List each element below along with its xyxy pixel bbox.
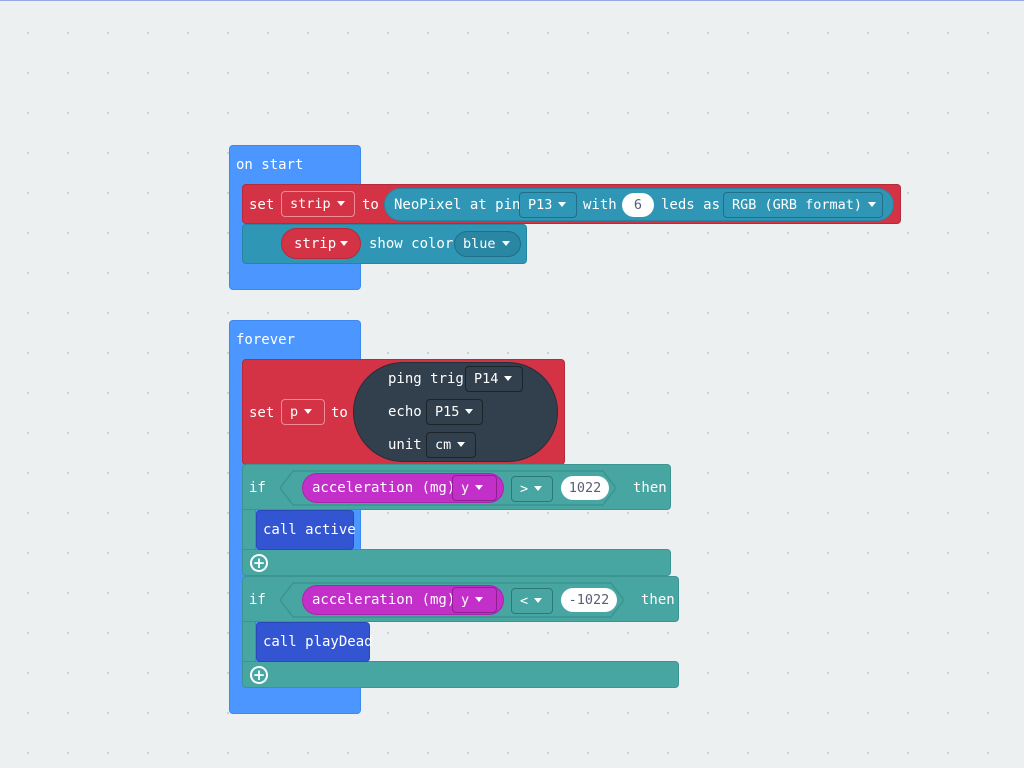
set-label: set [249, 197, 275, 213]
if-label: if [249, 592, 266, 608]
chevron-down-icon [501, 241, 510, 246]
on-start-label: on start [236, 157, 304, 173]
top-border [0, 0, 1024, 1]
mode-dropdown[interactable]: RGB (GRB format) [723, 192, 883, 218]
with-label: with [583, 197, 617, 213]
add-else-icon[interactable]: + [250, 666, 268, 684]
chevron-down-icon [336, 201, 345, 206]
operator-dropdown[interactable]: < [511, 588, 553, 614]
pin-dropdown[interactable]: P13 [519, 192, 577, 218]
chevron-down-icon [457, 442, 466, 447]
threshold-input[interactable]: -1022 [561, 588, 617, 612]
axis-dropdown[interactable]: y [452, 475, 497, 501]
if-label: if [249, 480, 266, 496]
echo-pin-dropdown[interactable]: P15 [426, 399, 483, 425]
chevron-down-icon [868, 202, 877, 207]
add-else-icon[interactable]: + [250, 554, 268, 572]
axis-dropdown[interactable]: y [452, 587, 497, 613]
color-dropdown[interactable]: blue [454, 231, 521, 257]
chevron-down-icon [558, 202, 567, 207]
acceleration-label: acceleration (mg) [312, 480, 456, 496]
operator-dropdown[interactable]: > [511, 476, 553, 502]
acceleration-label: acceleration (mg) [312, 592, 456, 608]
led-count-input[interactable]: 6 [622, 193, 654, 217]
unit-label: unit [388, 437, 422, 453]
if-block-1-arm [242, 510, 256, 550]
to-label: to [331, 405, 348, 421]
ping-trig-label: ping trig [388, 371, 464, 387]
if-block-2-footer[interactable] [242, 661, 679, 688]
leds-as-label: leds as [661, 197, 721, 213]
trig-pin-dropdown[interactable]: P14 [465, 366, 523, 392]
strip-variable-dropdown[interactable]: strip [281, 191, 355, 217]
chevron-down-icon [534, 486, 543, 491]
chevron-down-icon [465, 409, 474, 414]
chevron-down-icon [475, 485, 484, 490]
forever-label: forever [236, 332, 296, 348]
call-playdead-label: call playDead [263, 634, 373, 650]
chevron-down-icon [340, 241, 348, 246]
then-label: then [633, 480, 667, 496]
set-label: set [249, 405, 275, 421]
chevron-down-icon [304, 409, 313, 414]
to-label: to [362, 197, 379, 213]
if-block-1-footer[interactable] [242, 549, 671, 576]
unit-dropdown[interactable]: cm [426, 432, 476, 458]
threshold-input[interactable]: 1022 [561, 476, 609, 500]
chevron-down-icon [475, 597, 484, 602]
neopixel-label: NeoPixel at pin [394, 197, 521, 213]
if-block-2-arm [242, 622, 256, 662]
call-playdead-block[interactable] [256, 622, 370, 662]
echo-label: echo [388, 404, 422, 420]
call-active-block[interactable] [256, 510, 354, 550]
chevron-down-icon [534, 598, 543, 603]
then-label: then [641, 592, 675, 608]
p-variable-dropdown[interactable]: p [281, 399, 325, 425]
strip-reporter-label: strip [294, 236, 337, 252]
show-color-label: show color [369, 236, 454, 252]
call-active-label: call active [263, 522, 356, 538]
chevron-down-icon [504, 376, 513, 381]
